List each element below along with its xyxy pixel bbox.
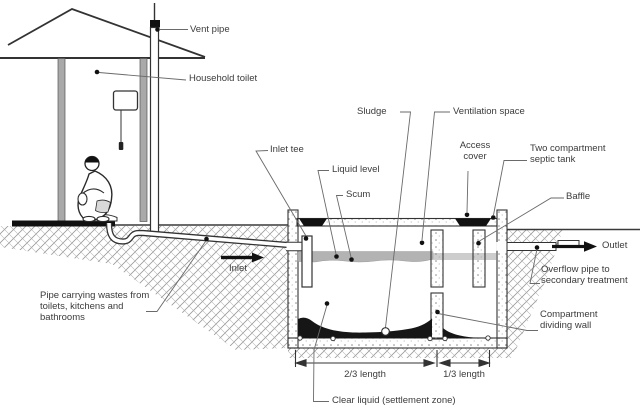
vent-pipe-body [149, 26, 160, 234]
house-right-wall [139, 58, 148, 222]
label-compartment-dividing-wall: Compartment dividing wall [540, 309, 598, 332]
tank-right-wall [496, 209, 508, 349]
person-hair [85, 156, 99, 163]
label-overflow-pipe: Overflow pipe to secondary treatment [541, 264, 628, 287]
soil-left-wedge [0, 226, 288, 350]
label-outlet: Outlet [602, 240, 628, 251]
leader-lines [98, 29, 564, 402]
label-access-cover: Access cover [459, 140, 491, 163]
vent-cap [150, 20, 160, 28]
overflow-pipe [506, 242, 557, 251]
baffle-middle [430, 229, 444, 288]
house-floor [12, 220, 115, 227]
label-inlet: Inlet [229, 263, 247, 274]
outlet-flow-arrow [552, 241, 597, 252]
label-clear-liquid: Clear liquid (settlement zone) [332, 395, 456, 406]
tank-bottom-slab [287, 337, 508, 349]
inlet-tee [301, 235, 313, 288]
label-household-toilet: Household toilet [189, 73, 258, 84]
waste-pipe [105, 222, 301, 250]
soil-under-tank [288, 348, 512, 358]
baffle-outlet [472, 229, 486, 288]
leader-dots [94, 27, 540, 315]
compartment-dividing-wall [430, 292, 444, 340]
label-ventilation-space: Ventilation space [453, 106, 525, 117]
label-two-thirds-length: 2/3 length [344, 369, 386, 380]
pull-handle [118, 142, 124, 150]
house-left-wall [57, 58, 66, 222]
label-inlet-tee: Inlet tee [270, 144, 304, 155]
vent-pipe-assembly [149, 3, 160, 234]
septic-tank [286, 209, 580, 349]
label-scum: Scum [346, 189, 371, 200]
roof [7, 8, 206, 58]
scum-layer [297, 251, 434, 263]
tank-body-bg [288, 210, 507, 348]
person-squatting [77, 155, 113, 223]
access-cover-left [299, 218, 327, 226]
inlet-wall-opening [286, 242, 303, 251]
label-sludge: Sludge [357, 106, 387, 117]
flush-cistern [112, 90, 139, 111]
label-two-compartment-septic-tank: Two compartment septic tank [530, 143, 606, 166]
soil-cross-section [0, 224, 640, 358]
sludge-layer-compartment1 [298, 317, 432, 338]
label-pipe-carrying-wastes: Pipe carrying wastes from toilets, kitch… [40, 290, 150, 324]
soil-right-of-tank [506, 230, 563, 352]
weep-marks [297, 335, 491, 342]
sludge-layer-compartment2 [443, 328, 496, 338]
dimension-lines [294, 350, 491, 367]
sludge-pointer-ring [381, 327, 390, 336]
tank-left-wall [287, 209, 299, 349]
access-cover-right [455, 218, 491, 226]
label-baffle: Baffle [566, 191, 591, 202]
outlet-wall-opening [496, 242, 508, 251]
label-liquid-level: Liquid level [332, 164, 380, 175]
label-vent-pipe: Vent pipe [190, 24, 230, 35]
label-one-third-length: 1/3 length [443, 369, 485, 380]
inlet-flow-arrow [221, 252, 264, 263]
